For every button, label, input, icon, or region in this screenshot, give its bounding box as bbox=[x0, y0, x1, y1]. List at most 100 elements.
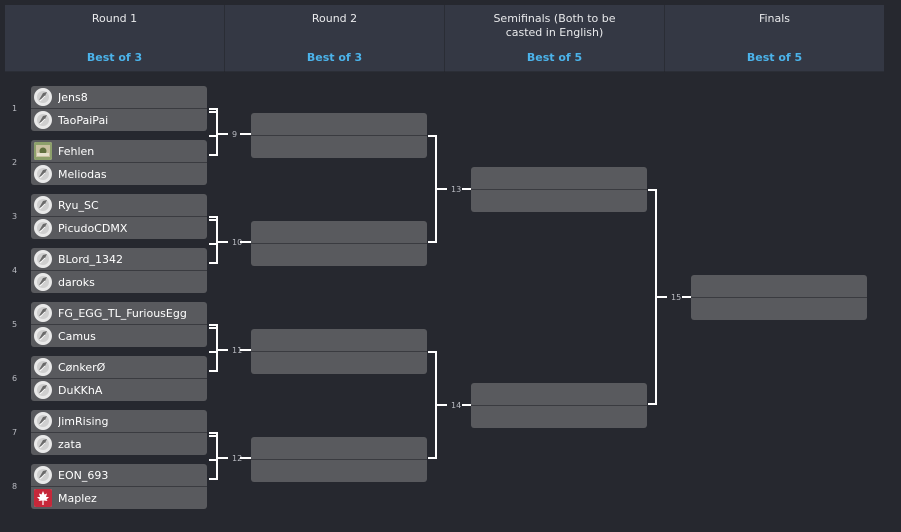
player-name: zata bbox=[58, 437, 82, 451]
player-slot[interactable]: Meliodas bbox=[31, 163, 207, 185]
empty-slot[interactable] bbox=[251, 329, 427, 351]
race-icon bbox=[34, 358, 52, 376]
finals-header: Finals Best of 5 bbox=[665, 5, 884, 72]
player-slot[interactable]: TaoPaiPai bbox=[31, 109, 207, 131]
empty-slot[interactable] bbox=[251, 352, 427, 374]
slot-divider bbox=[251, 351, 427, 352]
seed-number: 5 bbox=[12, 320, 18, 329]
connector-line bbox=[218, 457, 228, 459]
race-icon bbox=[34, 412, 52, 430]
player-slot[interactable]: EON_693 bbox=[31, 464, 207, 486]
match-card[interactable] bbox=[471, 167, 647, 212]
match-card[interactable]: Ryu_SC PicudoCDMX bbox=[31, 194, 207, 239]
slot-divider bbox=[31, 216, 207, 217]
player-name: Ryu_SC bbox=[58, 198, 99, 212]
player-name: PicudoCDMX bbox=[58, 221, 128, 235]
slot-divider bbox=[691, 297, 867, 298]
slot-divider bbox=[251, 243, 427, 244]
bracket-connector bbox=[209, 108, 218, 156]
slot-divider bbox=[31, 162, 207, 163]
player-slot[interactable]: JimRising bbox=[31, 410, 207, 432]
empty-slot[interactable] bbox=[251, 460, 427, 482]
player-slot[interactable]: FG_EGG_TL_FuriousEgg bbox=[31, 302, 207, 324]
connector-line bbox=[462, 188, 471, 190]
match-card[interactable] bbox=[251, 437, 427, 482]
empty-slot[interactable] bbox=[251, 244, 427, 266]
bracket-connector bbox=[648, 189, 657, 405]
match-card[interactable] bbox=[691, 275, 867, 320]
empty-slot[interactable] bbox=[251, 113, 427, 135]
bracket-connector bbox=[209, 324, 218, 372]
player-slot[interactable]: Camus bbox=[31, 325, 207, 347]
empty-slot[interactable] bbox=[471, 167, 647, 189]
player-slot[interactable]: CønkerØ bbox=[31, 356, 207, 378]
match-card[interactable]: CønkerØ DuKKhA bbox=[31, 356, 207, 401]
empty-slot[interactable] bbox=[691, 275, 867, 297]
player-slot[interactable]: daroks bbox=[31, 271, 207, 293]
player-slot[interactable]: zata bbox=[31, 433, 207, 455]
slot-divider bbox=[471, 189, 647, 190]
connector-line bbox=[437, 404, 447, 406]
round-title: Round 1 bbox=[91, 12, 138, 25]
player-slot[interactable]: Ryu_SC bbox=[31, 194, 207, 216]
player-name: Camus bbox=[58, 329, 96, 343]
player-name: DuKKhA bbox=[58, 383, 103, 397]
race-icon bbox=[34, 165, 52, 183]
bracket-connector bbox=[209, 432, 218, 480]
race-icon bbox=[34, 435, 52, 453]
connector-line bbox=[240, 457, 251, 459]
match-card[interactable]: JimRising zata bbox=[31, 410, 207, 455]
empty-slot[interactable] bbox=[251, 437, 427, 459]
empty-slot[interactable] bbox=[251, 221, 427, 243]
connector-line bbox=[462, 404, 471, 406]
empty-slot[interactable] bbox=[471, 406, 647, 428]
player-name: EON_693 bbox=[58, 468, 109, 482]
match-card[interactable] bbox=[471, 383, 647, 428]
seed-number: 2 bbox=[12, 158, 18, 167]
slot-divider bbox=[31, 432, 207, 433]
player-name: Jens8 bbox=[58, 90, 88, 104]
match-number: 13 bbox=[451, 185, 462, 194]
semifinals-header: Semifinals (Both to be casted in English… bbox=[445, 5, 664, 72]
match-card[interactable] bbox=[251, 221, 427, 266]
match-card[interactable] bbox=[251, 113, 427, 158]
connector-line bbox=[240, 133, 251, 135]
empty-slot[interactable] bbox=[251, 136, 427, 158]
player-slot[interactable]: DuKKhA bbox=[31, 379, 207, 401]
custom-avatar-icon bbox=[34, 142, 52, 160]
player-slot[interactable]: BLord_1342 bbox=[31, 248, 207, 270]
empty-slot[interactable] bbox=[471, 383, 647, 405]
player-name: Maplez bbox=[58, 491, 97, 505]
connector-line bbox=[218, 133, 228, 135]
seed-number: 7 bbox=[12, 428, 18, 437]
player-slot[interactable]: Maplez bbox=[31, 487, 207, 509]
slot-divider bbox=[31, 486, 207, 487]
player-slot[interactable]: Jens8 bbox=[31, 86, 207, 108]
empty-slot[interactable] bbox=[471, 190, 647, 212]
best-of-label: Best of 3 bbox=[86, 51, 143, 64]
seed-number: 3 bbox=[12, 212, 18, 221]
best-of-label: Best of 5 bbox=[526, 51, 583, 64]
seed-number: 8 bbox=[12, 482, 18, 491]
player-slot[interactable]: PicudoCDMX bbox=[31, 217, 207, 239]
slot-divider bbox=[471, 405, 647, 406]
round-title: Finals bbox=[758, 12, 791, 25]
connector-line bbox=[240, 241, 251, 243]
slot-divider bbox=[251, 459, 427, 460]
slot-divider bbox=[31, 270, 207, 271]
round-2-header: Round 2 Best of 3 bbox=[225, 5, 444, 72]
match-number: 9 bbox=[232, 130, 238, 139]
connector-line bbox=[218, 241, 228, 243]
player-name: CønkerØ bbox=[58, 360, 106, 374]
maple-leaf-icon bbox=[34, 489, 52, 507]
match-card[interactable] bbox=[251, 329, 427, 374]
empty-slot[interactable] bbox=[691, 298, 867, 320]
round-title: Semifinals (Both to be casted in English… bbox=[493, 12, 616, 39]
bracket-connector bbox=[428, 135, 437, 243]
player-slot[interactable]: Fehlen bbox=[31, 140, 207, 162]
